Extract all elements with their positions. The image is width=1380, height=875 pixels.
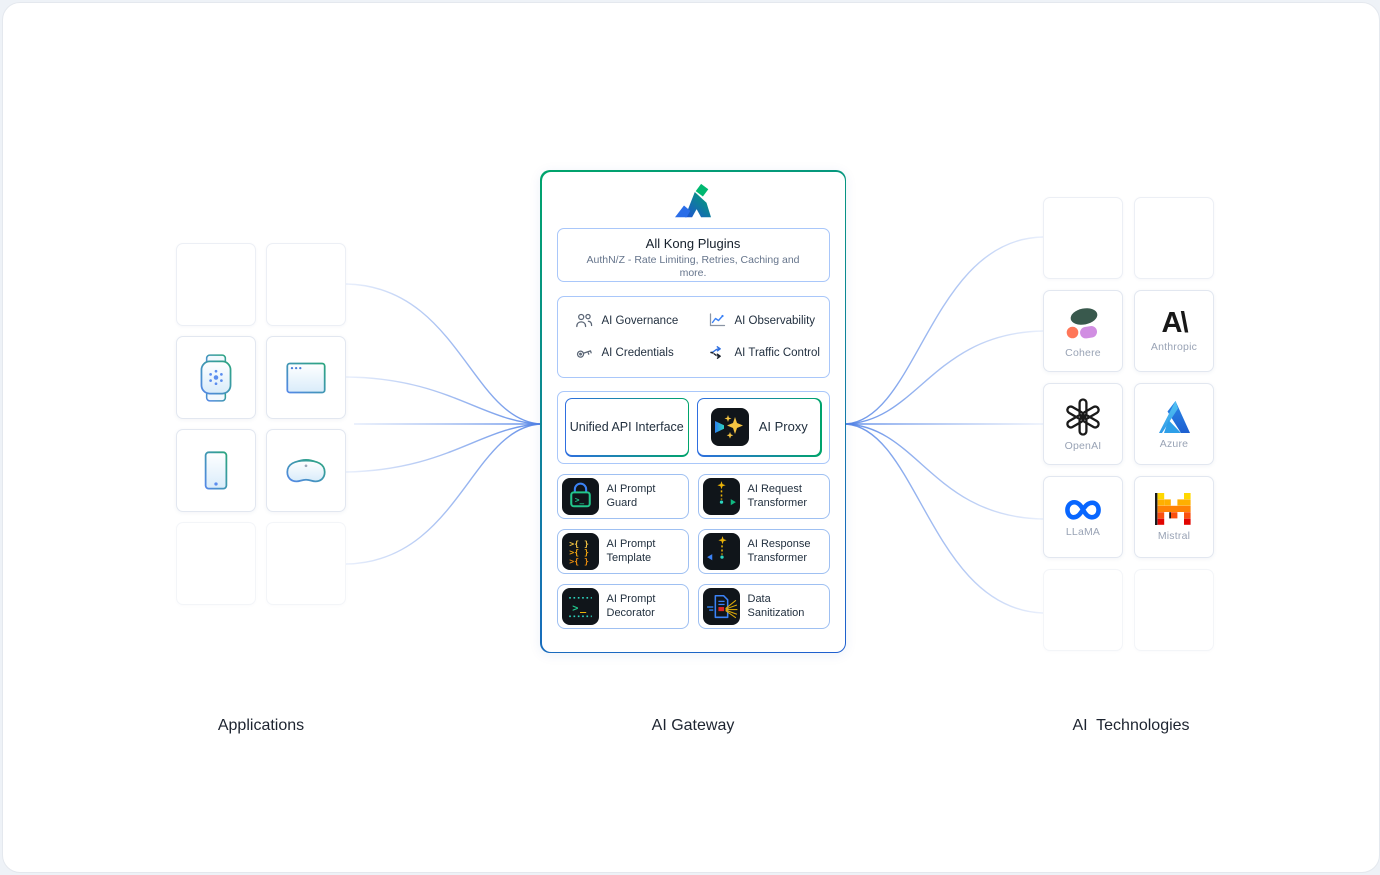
app-card-browser <box>266 336 346 419</box>
svg-text:>{ }: >{ } <box>569 547 589 557</box>
browser-window-icon <box>286 362 326 393</box>
ai-proxy-card: AI Proxy <box>697 397 822 457</box>
svg-text:>{ }: >{ } <box>569 538 589 548</box>
app-card-empty <box>176 243 256 326</box>
feature-label: AI Observability <box>734 314 816 327</box>
kong-plugins-title: All Kong Plugins <box>645 235 741 251</box>
feature-label: AI Governance <box>601 314 679 327</box>
svg-text:>_: >_ <box>574 495 584 504</box>
feature-ai-credentials: AI Credentials <box>575 345 709 360</box>
svg-text:_: _ <box>579 601 586 613</box>
app-card-tablet <box>176 429 256 512</box>
cohere-logo <box>1066 307 1098 338</box>
ai-gateway-section-label: AI Gateway <box>651 717 735 734</box>
tech-label: Mistral <box>1157 529 1191 542</box>
app-card-empty <box>266 522 346 605</box>
key-icon <box>576 350 592 358</box>
kong-logo <box>675 183 711 217</box>
tech-card-empty <box>1134 197 1214 279</box>
tech-label: OpenAI <box>1064 439 1102 452</box>
terminal-dotted-icon: > _ <box>561 587 599 625</box>
plugin-label: AI Prompt Decorator <box>606 592 656 619</box>
feature-ai-observability: AI Observability <box>709 313 829 328</box>
all-kong-plugins-box: All Kong Plugins AuthN/Z - Rate Limiting… <box>556 227 830 282</box>
people-icon <box>575 313 592 328</box>
tech-card-openai: OpenAI <box>1043 383 1123 465</box>
app-card-empty <box>176 522 256 605</box>
tech-label: Cohere <box>1065 346 1101 359</box>
plugin-ai-request-transformer: AI Request Transformer <box>697 473 830 519</box>
plugin-ai-response-transformer: AI Response Transformer <box>697 528 830 574</box>
tech-card-mistral: Mistral <box>1134 476 1214 558</box>
ai-proxy-label: AI Proxy <box>758 418 808 434</box>
app-card-empty <box>266 243 346 326</box>
smartwatch-icon <box>200 353 232 402</box>
tech-card-empty <box>1134 569 1214 651</box>
plugin-ai-prompt-guard: >_ AI Prompt Guard <box>556 473 689 519</box>
plugin-ai-prompt-decorator: > _ AI Prompt Decorator <box>556 583 689 629</box>
applications-section-label: Applications <box>217 717 305 734</box>
plugin-label: AI Response Transformer <box>747 537 811 564</box>
feature-ai-governance: AI Governance <box>575 313 709 328</box>
kong-plugins-subtitle: AuthN/Z - Rate Limiting, Retries, Cachin… <box>586 253 800 280</box>
tech-card-llama: LLaMA <box>1043 476 1123 558</box>
lock-terminal-icon: >_ <box>561 477 599 515</box>
tech-card-anthropic: A\ Anthropic <box>1134 290 1214 372</box>
core-gateway-box: Unified API Interface <box>556 390 830 464</box>
ai-features-box: AI Governance AI Observability <box>556 295 830 378</box>
vr-headset-icon <box>286 458 326 482</box>
tablet-icon <box>204 450 228 490</box>
plugin-label: AI Prompt Guard <box>606 482 656 509</box>
plugin-data-sanitization: Data Sanitization <box>697 583 830 629</box>
ai-technologies-section-label: AI Technologies <box>1072 717 1190 734</box>
svg-text:>: > <box>572 602 578 614</box>
openai-logo <box>1066 397 1100 436</box>
split-arrows-icon <box>709 346 721 359</box>
tech-label: Azure <box>1159 438 1189 450</box>
feature-label: AI Traffic Control <box>734 346 820 359</box>
plugin-ai-prompt-template: >{ } >{ } >{ } AI Prompt Template <box>556 528 689 574</box>
applications-grid <box>176 243 346 605</box>
feature-label: AI Credentials <box>601 346 674 359</box>
arrow-left-sparkle-icon <box>702 532 740 570</box>
sparkles-funnel-icon <box>710 408 749 446</box>
braces-icon: >{ } >{ } >{ } <box>561 532 599 570</box>
svg-text:>{ }: >{ } <box>569 555 589 565</box>
tech-card-azure: Azure <box>1134 383 1214 465</box>
mistral-logo <box>1155 492 1191 525</box>
plugin-label: Data Sanitization <box>747 592 805 619</box>
ai-gateway-panel: All Kong Plugins AuthN/Z - Rate Limiting… <box>540 170 846 653</box>
feature-ai-traffic-control: AI Traffic Control <box>709 345 829 360</box>
tech-card-cohere: Cohere <box>1043 290 1123 372</box>
app-card-smartwatch <box>176 336 256 419</box>
app-card-vr-headset <box>266 429 346 512</box>
tech-label: Anthropic <box>1150 341 1198 353</box>
technologies-grid: Cohere A\ Anthropic OpenAI <box>1043 197 1214 651</box>
anthropic-logo: A\ <box>1161 307 1189 339</box>
tech-card-empty <box>1043 197 1123 279</box>
tech-label: LLaMA <box>1065 526 1101 538</box>
chart-icon <box>709 313 725 327</box>
document-shred-icon <box>702 587 740 625</box>
meta-llama-logo <box>1065 499 1101 520</box>
unified-api-interface-card: Unified API Interface <box>564 397 689 457</box>
arrow-right-sparkle-icon <box>702 477 740 515</box>
tech-card-empty <box>1043 569 1123 651</box>
plugin-label: AI Request Transformer <box>747 482 808 509</box>
unified-api-label: Unified API Interface <box>569 419 684 434</box>
azure-logo <box>1159 401 1190 433</box>
plugin-label: AI Prompt Template <box>606 537 656 564</box>
plugins-grid: >_ AI Prompt Guard <box>556 473 830 629</box>
